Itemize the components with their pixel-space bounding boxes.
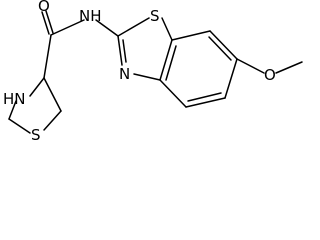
bond-n-c3a [133, 73, 161, 81]
bond-c7-c6-double [208, 36, 232, 61]
bond-c3a-c7a-double [165, 45, 177, 81]
bond-c2ring-nh [8, 100, 17, 120]
bond-o-ch3 [275, 61, 303, 74]
bond-c5-c4-double [187, 92, 222, 102]
bond-c5ring-s [43, 110, 62, 131]
bond-c7-c6 [209, 30, 238, 60]
bonds [8, 10, 303, 134]
atom-o-methoxy: O [264, 66, 276, 84]
bond-nh-c2 [95, 19, 119, 37]
bond-c2-n [117, 35, 123, 66]
bond-s-c7a [161, 17, 173, 41]
atom-nh-amide: NH [79, 7, 102, 25]
bond-carbonyl-double-a [45, 10, 54, 34]
atom-nh-ring: HN [3, 90, 26, 108]
atom-s-ring: S [31, 126, 41, 144]
atom-n-thiazole: N [119, 65, 130, 83]
molecule-structure: O NH S N O HN S [3, 0, 303, 144]
bond-s-c2ring [8, 118, 31, 134]
bond-c4-c3a [159, 79, 187, 108]
bond-carbonyl-c4 [43, 34, 52, 79]
bond-carbonyl-nh [50, 19, 85, 36]
bond-nh-c4 [29, 77, 45, 97]
atom-o-carbonyl: O [38, 0, 50, 15]
bond-carbonyl-double-b [41, 11, 50, 35]
bond-c3a-c7a [159, 39, 173, 81]
atom-s-thiazole: S [150, 7, 160, 25]
bond-c6-c5 [224, 58, 238, 99]
bond-c2-n-double [122, 39, 127, 63]
bond-c7a-c7 [171, 30, 211, 41]
bond-c5-c4 [185, 97, 226, 108]
atom-labels: O NH S N O HN S [3, 0, 276, 144]
bond-c2-s [117, 17, 150, 37]
bond-c6-o [236, 58, 265, 74]
bond-c4-c5ring [43, 77, 62, 112]
